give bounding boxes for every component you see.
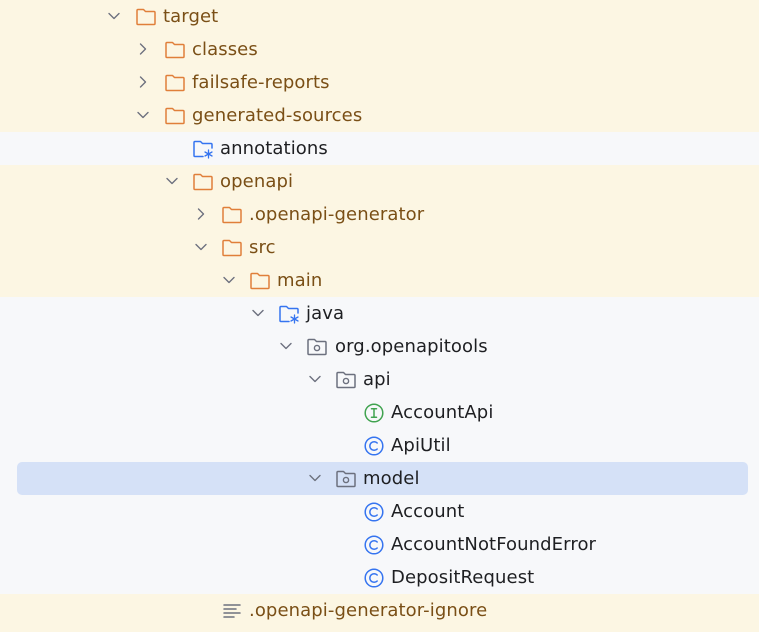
chevron-down-icon[interactable]	[193, 239, 209, 255]
source-root-folder-icon	[278, 303, 300, 325]
tree-item-depositrequest[interactable]: DepositRequest	[0, 561, 759, 594]
tree-item-accountapi[interactable]: AccountApi	[0, 396, 759, 429]
tree-item-failsafe-reports[interactable]: failsafe-reports	[0, 66, 759, 99]
tree-item-generated-sources[interactable]: generated-sources	[0, 99, 759, 132]
tree-item-openapi-generator[interactable]: .openapi-generator	[0, 198, 759, 231]
tree-item-label: DepositRequest	[391, 567, 535, 588]
folder-icon	[192, 171, 214, 193]
tree-item-label: target	[163, 6, 219, 27]
tree-item-main[interactable]: main	[0, 264, 759, 297]
package-icon	[335, 369, 357, 391]
folder-icon	[249, 270, 271, 292]
package-icon	[306, 336, 328, 358]
tree-item-label: src	[249, 237, 276, 258]
tree-item-java[interactable]: java	[0, 297, 759, 330]
tree-item-label: AccountNotFoundError	[391, 534, 597, 555]
tree-item-label: model	[363, 468, 420, 489]
chevron-down-icon[interactable]	[164, 173, 180, 189]
chevron-down-icon[interactable]	[307, 470, 323, 486]
tree-item-label: .openapi-generator-ignore	[249, 600, 488, 621]
folder-icon	[164, 105, 186, 127]
class-icon	[363, 501, 385, 523]
tree-item-label: openapi	[220, 171, 294, 192]
chevron-right-icon[interactable]	[193, 206, 209, 222]
tree-item-src[interactable]: src	[0, 231, 759, 264]
chevron-right-icon[interactable]	[135, 41, 151, 57]
chevron-down-icon[interactable]	[221, 272, 237, 288]
tree-item-label: failsafe-reports	[192, 72, 330, 93]
tree-item-label: Account	[391, 501, 465, 522]
tree-item-org-openapitools[interactable]: org.openapitools	[0, 330, 759, 363]
tree-item-label: main	[277, 270, 323, 291]
tree-item-apiutil[interactable]: ApiUtil	[0, 429, 759, 462]
chevron-down-icon[interactable]	[278, 338, 294, 354]
tree-item-label: AccountApi	[391, 402, 494, 423]
tree-item-model[interactable]: model	[0, 462, 759, 495]
selection-highlight	[17, 462, 748, 495]
package-icon	[335, 468, 357, 490]
class-icon	[363, 435, 385, 457]
text-file-icon	[221, 600, 243, 622]
tree-item-label: org.openapitools	[335, 336, 488, 357]
tree-item-accountnotfounderror[interactable]: AccountNotFoundError	[0, 528, 759, 561]
tree-item-openapi-generator-ignore[interactable]: .openapi-generator-ignore	[0, 594, 759, 632]
source-root-folder-icon	[192, 138, 214, 160]
tree-item-openapi[interactable]: openapi	[0, 165, 759, 198]
folder-icon	[221, 237, 243, 259]
tree-item-api[interactable]: api	[0, 363, 759, 396]
class-icon	[363, 534, 385, 556]
tree-item-classes[interactable]: classes	[0, 33, 759, 66]
folder-icon	[135, 6, 157, 28]
tree-item-label: .openapi-generator	[249, 204, 425, 225]
chevron-down-icon[interactable]	[135, 107, 151, 123]
tree-item-label: classes	[192, 39, 258, 60]
tree-item-label: ApiUtil	[391, 435, 451, 456]
folder-icon	[221, 204, 243, 226]
tree-item-label: api	[363, 369, 391, 390]
tree-item-target[interactable]: target	[0, 0, 759, 33]
chevron-right-icon[interactable]	[135, 74, 151, 90]
chevron-down-icon[interactable]	[106, 8, 122, 24]
tree-item-annotations[interactable]: annotations	[0, 132, 759, 165]
folder-icon	[164, 39, 186, 61]
tree-item-label: annotations	[220, 138, 328, 159]
interface-icon	[363, 402, 385, 424]
chevron-down-icon[interactable]	[307, 371, 323, 387]
folder-icon	[164, 72, 186, 94]
tree-item-label: generated-sources	[192, 105, 363, 126]
tree-item-label: java	[306, 303, 345, 324]
class-icon	[363, 567, 385, 589]
tree-item-account[interactable]: Account	[0, 495, 759, 528]
chevron-down-icon[interactable]	[250, 305, 266, 321]
